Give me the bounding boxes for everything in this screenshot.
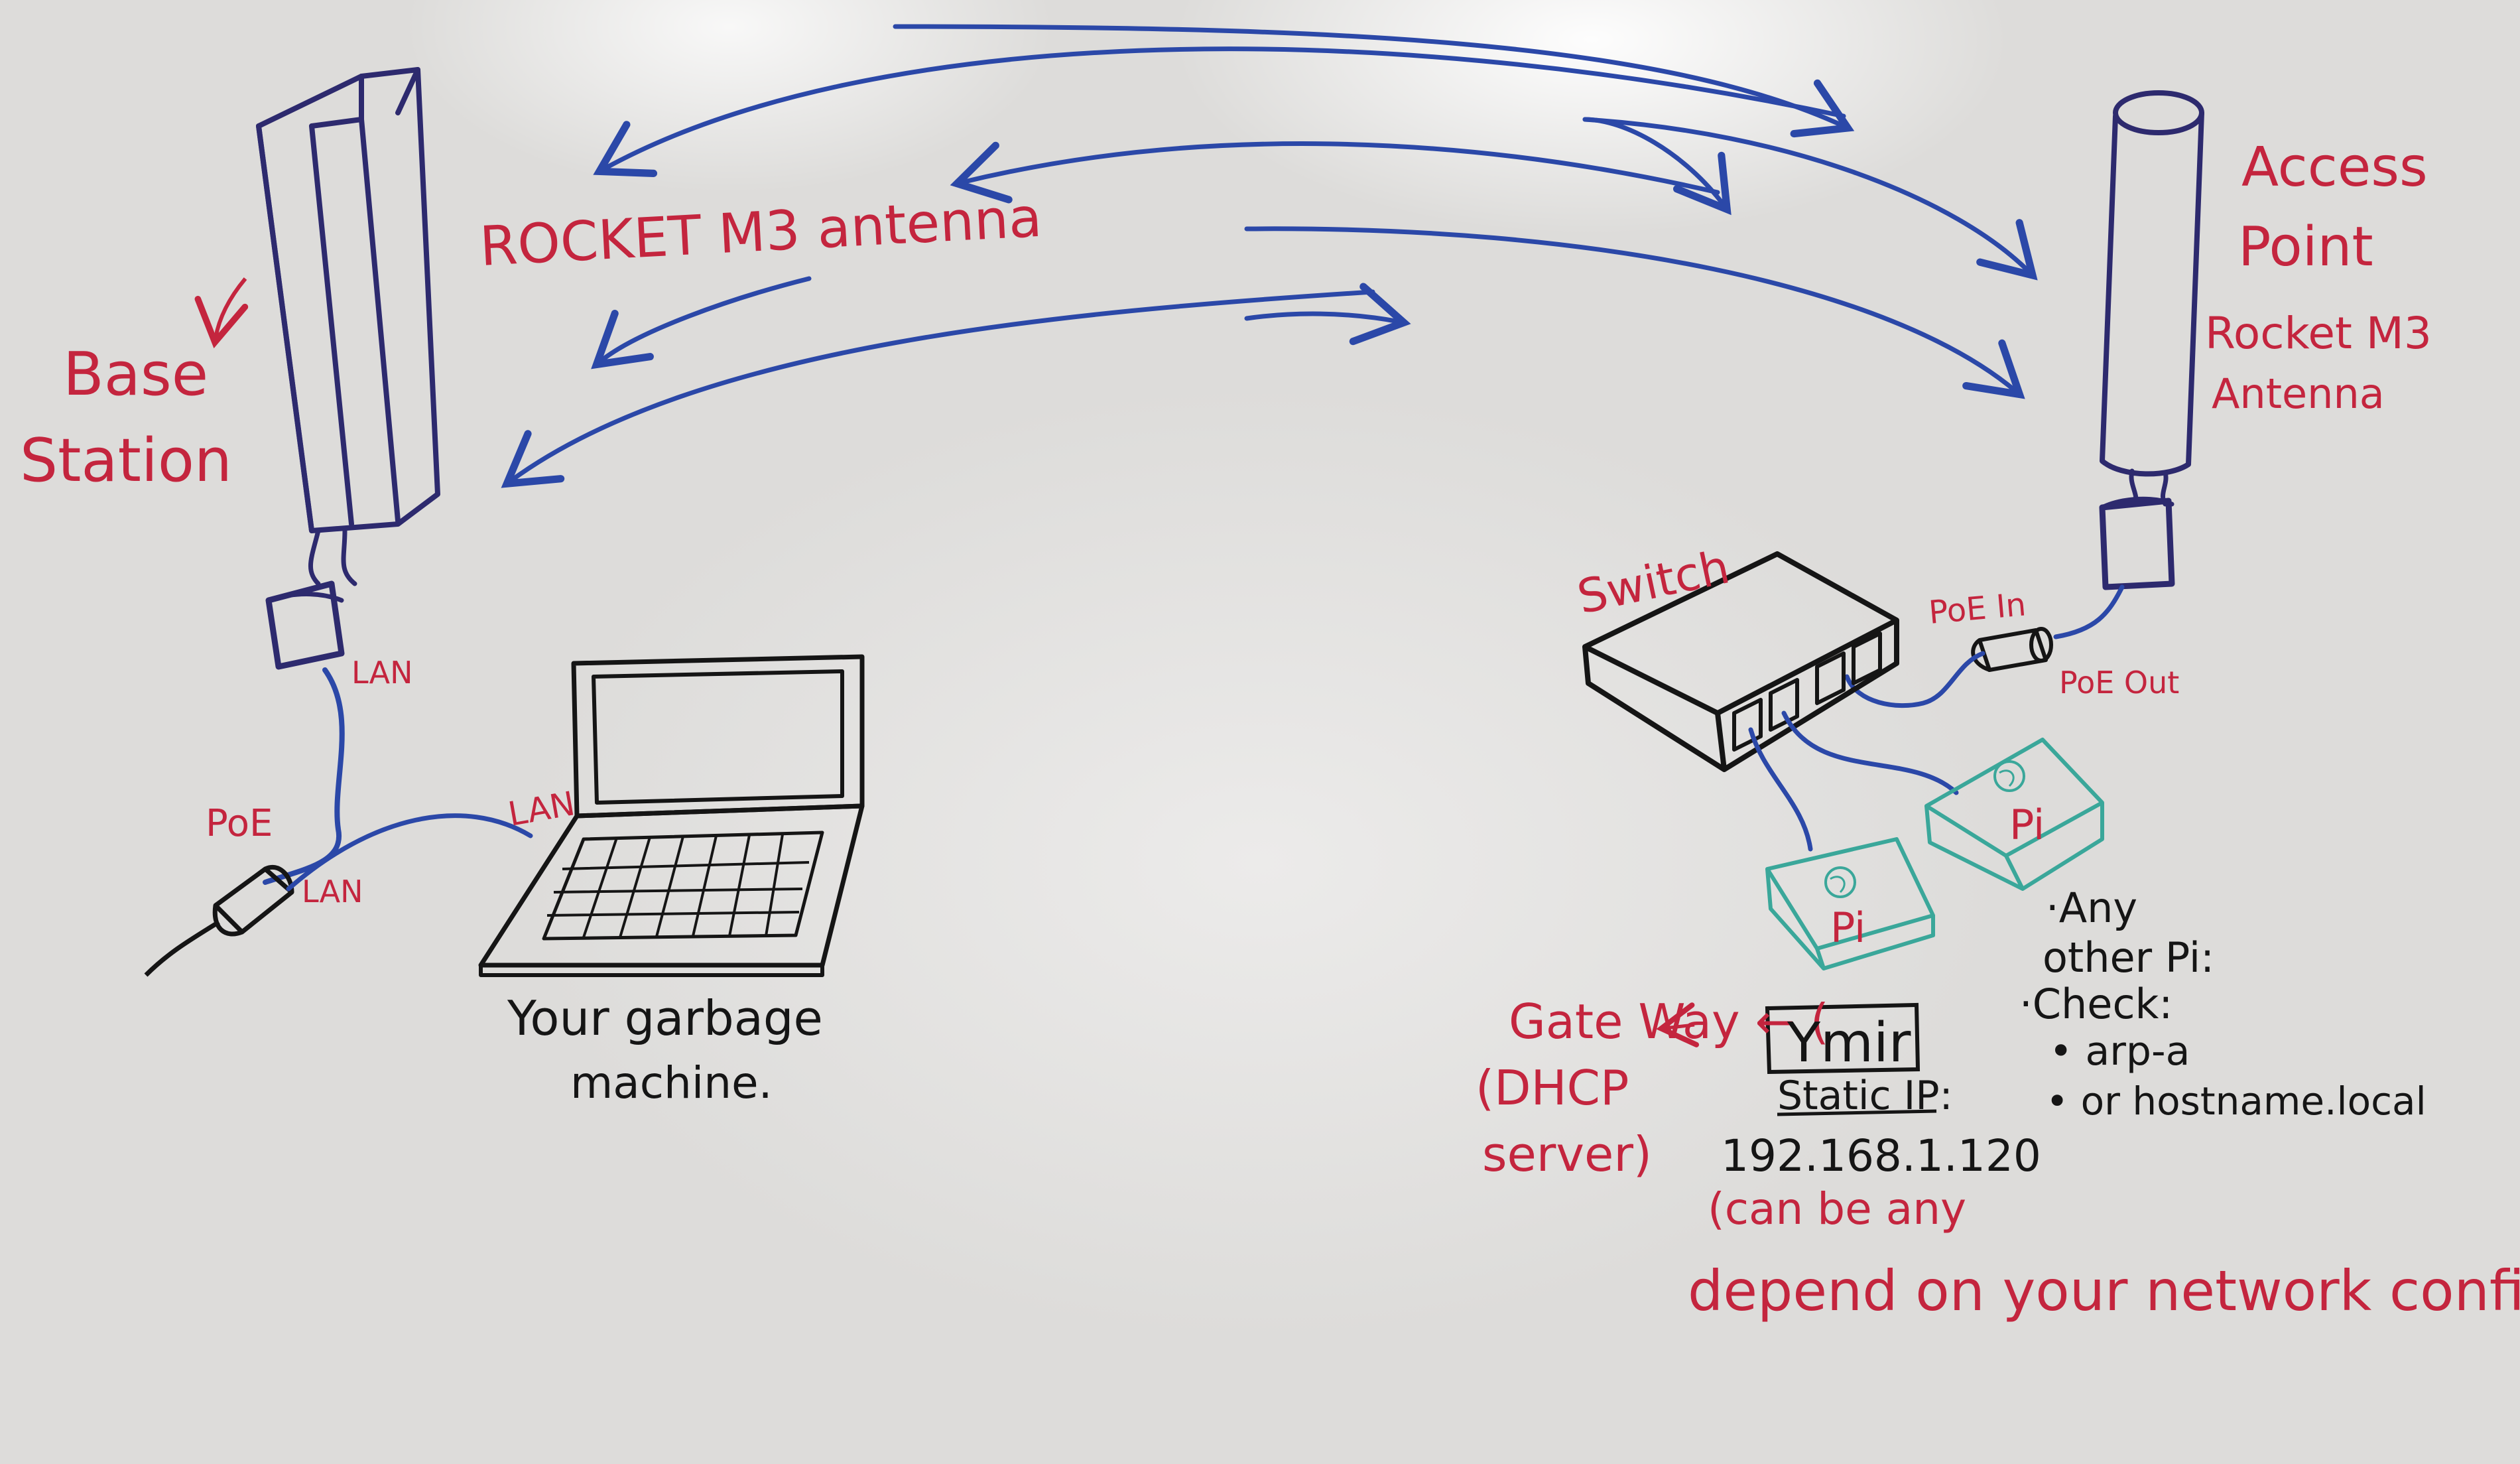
gateway-line2: (DHCP: [1476, 1060, 1629, 1116]
switch-to-ymir-cable: [1748, 727, 1813, 852]
base-station-antenna: [256, 67, 440, 670]
access-point-line3: Rocket M3: [2205, 308, 2432, 359]
raspberry-pi-ymir: [1765, 837, 1935, 970]
label-poe-out: PoE Out: [2059, 665, 2179, 700]
gateway-line3: server): [1482, 1126, 1652, 1182]
poe-injector-right: [1971, 627, 2053, 672]
arrow-to-ap-top: [893, 24, 1855, 138]
network-switch: [1582, 551, 1899, 772]
switch-to-pi2-cable: [1781, 710, 1959, 795]
pi-other-label: Pi: [2009, 801, 2045, 849]
injector-to-switch-cable: [1844, 651, 1985, 708]
access-point-line1: Access: [2241, 136, 2428, 199]
ymir-static-ip-label: Static IP:: [1777, 1073, 1953, 1119]
ymir-ip: 192.168.1.120: [1721, 1130, 2041, 1181]
access-point-line2: Point: [2238, 216, 2373, 279]
other-pi-bullet1: • arp-a: [2049, 1028, 2190, 1075]
raspberry-pi-other: [1924, 738, 2104, 891]
ymir-box: [1765, 1002, 1937, 1116]
ap-cable: [2053, 584, 2125, 639]
ymir-note-line1: (can be any: [1708, 1183, 1966, 1234]
arrow-to-ap-mid2: [1582, 117, 2038, 281]
laptop: [478, 654, 865, 977]
label-lan-injector: LAN: [302, 874, 363, 909]
ymir-note-line2: depend on your network config): [1688, 1258, 2520, 1323]
arrow-to-base-top: [593, 46, 1846, 178]
laptop-caption-line2: machine.: [570, 1057, 773, 1108]
arrow-to-ap-lower: [1244, 226, 2025, 399]
other-pi-line3: ·Check:: [2019, 980, 2173, 1028]
pi-ymir-label: Pi: [1830, 903, 1865, 952]
other-pi-bullet2: • or hostname.local: [2046, 1079, 2426, 1124]
gateway-line1: Gate Way ← (: [1509, 994, 1829, 1049]
wireless-link-arrows: [501, 24, 2038, 488]
label-poe-in: PoE In: [1927, 586, 2027, 632]
base-cable: [263, 667, 345, 885]
other-pi-line2: other Pi:: [2043, 933, 2214, 982]
label-poe: PoE: [206, 802, 273, 845]
base-station-title-line1: Base: [63, 340, 208, 409]
arrow-to-base-bottom: [501, 289, 1375, 488]
access-point-antenna: [2099, 90, 2204, 590]
laptop-caption-line1: Your garbage: [507, 990, 823, 1046]
base-station-title-line2: Station: [20, 426, 232, 496]
base-pointer-arrow: [194, 277, 249, 349]
arrow-to-base-short: [591, 276, 812, 369]
ymir-name: Ymir: [1787, 1012, 1911, 1075]
arrow-to-ap-short: [1244, 283, 1411, 346]
label-lan-laptop: LAN: [505, 784, 578, 834]
arrow-to-base-mid: [950, 141, 1720, 204]
laptop-cable: [286, 813, 533, 892]
label-lan-top: LAN: [351, 655, 413, 691]
antenna-label: ROCKET M3 antenna: [478, 186, 1043, 279]
gateway-arrow: [1656, 1002, 1700, 1047]
other-pi-line1: ·Any: [2046, 884, 2137, 932]
access-point-line4: Antenna: [2212, 369, 2385, 418]
